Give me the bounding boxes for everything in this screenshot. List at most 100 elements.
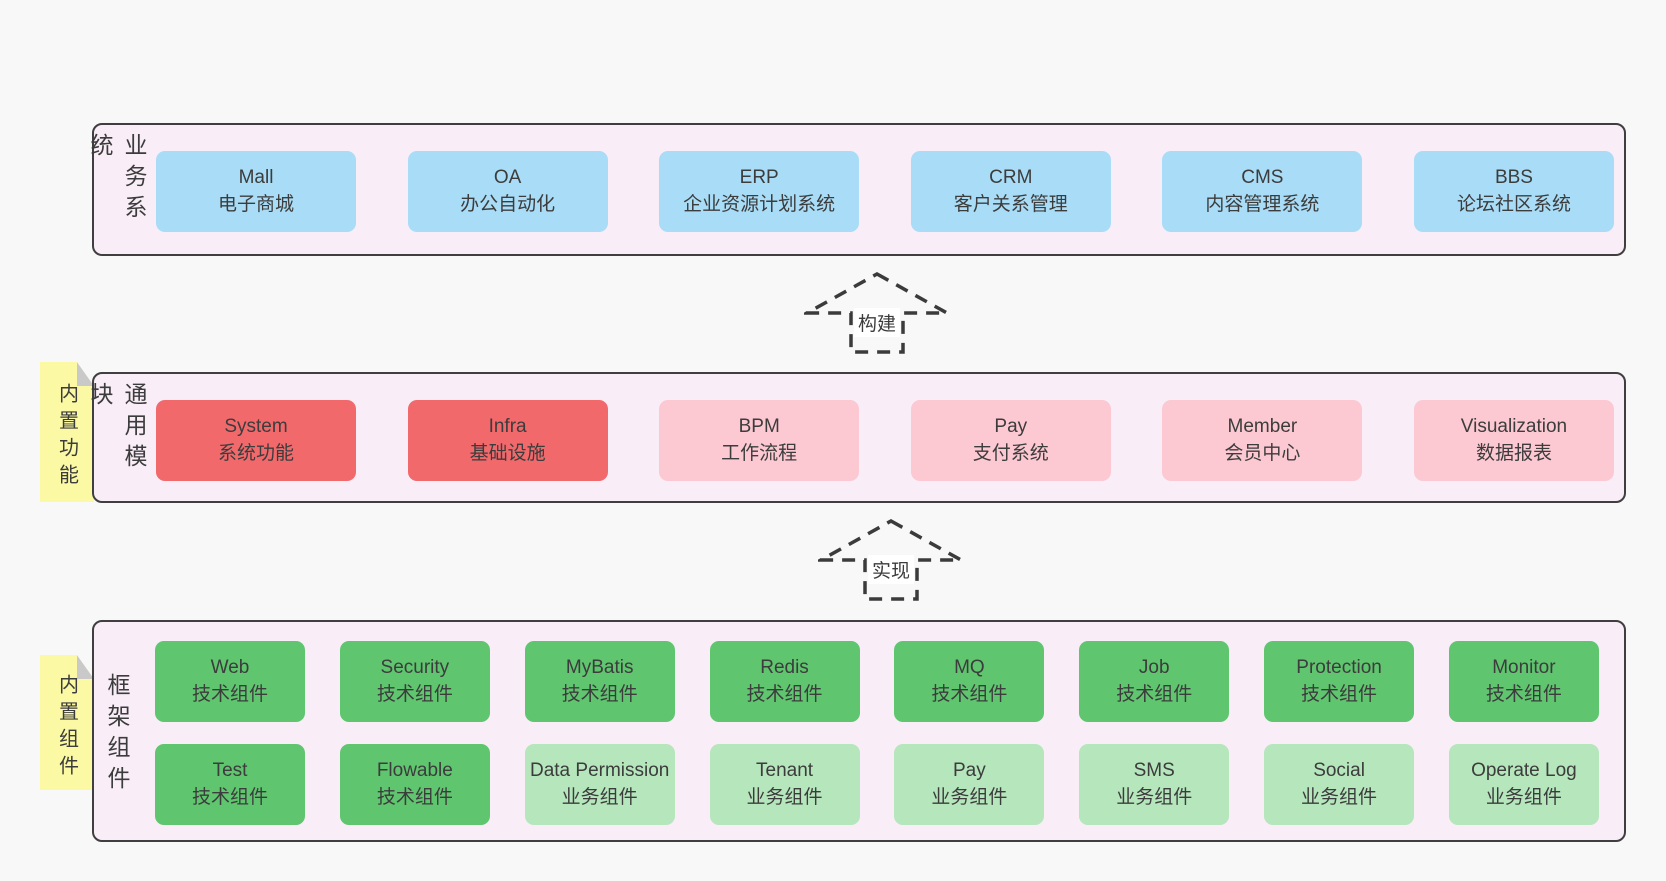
box-redis: Redis 技术组件 [709,641,860,722]
box-subtitle: 技术组件 [1301,683,1378,705]
box-title: MyBatis [565,657,634,679]
box-subtitle: 基础设施 [469,442,546,464]
box-title: System [224,416,288,438]
box-title: Test [212,760,248,782]
box-sms: SMS 业务组件 [1079,744,1230,825]
box-tenant: Tenant 业务组件 [709,744,860,825]
box-test: Test 技术组件 [155,744,305,825]
box-bpm: BPM 工作流程 [659,400,860,481]
box-subtitle: 系统功能 [217,442,294,464]
arrow-build-label: 构建 [853,308,901,337]
box-title: CMS [1241,167,1284,189]
box-title: Operate Log [1471,760,1577,782]
box-subtitle: 业务组件 [561,786,638,808]
panel-side-label: 业务系统 [87,133,147,226]
box-cms: CMS 内容管理系统 [1162,151,1363,232]
box-mall: Mall 电子商城 [156,151,356,232]
box-subtitle: 技术组件 [376,683,453,705]
box-title: Flowable [376,760,453,782]
box-visualization: Visualization 数据报表 [1413,400,1614,481]
box-crm: CRM 客户关系管理 [910,151,1111,232]
box-subtitle: 会员中心 [1224,442,1301,464]
box-title: Social [1313,760,1365,782]
panel-framework-components: 框架组件 Web 技术组件 Security 技术组件 MyBatis 技术组件… [92,620,1626,842]
box-title: ERP [739,167,779,189]
box-subtitle: 支付系统 [972,442,1049,464]
box-title: BBS [1494,167,1533,189]
box-social: Social 业务组件 [1264,744,1415,825]
box-web: Web 技术组件 [155,641,305,722]
arrow-implement: 实现 [818,518,964,602]
box-subtitle: 技术组件 [1485,683,1562,705]
box-subtitle: 业务组件 [1301,786,1378,808]
box-bbs: BBS 论坛社区系统 [1413,151,1614,232]
panel-business-systems: 业务系统 Mall 电子商城 OA 办公自动化 ERP 企业资源计划系统 CRM… [87,123,1626,256]
arrow-build: 构建 [804,271,950,355]
box-title: SMS [1133,760,1175,782]
sticky-note-built-in-features: 内置功能 [40,362,94,502]
box-title: OA [493,167,522,189]
box-subtitle: 办公自动化 [460,193,556,215]
modules-box-row: System 系统功能 Infra 基础设施 BPM 工作流程 Pay 支付系统… [156,400,1614,481]
box-mybatis: MyBatis 技术组件 [524,641,675,722]
box-mq: MQ 技术组件 [894,641,1045,722]
box-system: System 系统功能 [156,400,356,481]
box-subtitle: 工作流程 [721,442,798,464]
box-subtitle: 技术组件 [746,683,823,705]
box-subtitle: 数据报表 [1475,442,1552,464]
arrow-implement-label: 实现 [867,555,915,584]
box-title: MQ [954,657,985,679]
box-subtitle: 企业资源计划系统 [683,193,836,215]
sticky-label: 内置功能 [55,383,78,491]
panel-side-label: 通用模块 [87,382,147,475]
box-subtitle: 技术组件 [931,683,1008,705]
box-title: Data Permission [529,760,670,782]
box-subtitle: 客户关系管理 [953,193,1068,215]
box-title: CRM [989,167,1033,189]
box-member: Member 会员中心 [1162,400,1363,481]
box-pay-biz: Pay 业务组件 [894,744,1045,825]
box-protection: Protection 技术组件 [1264,641,1415,722]
box-title: Visualization [1460,416,1568,438]
box-erp: ERP 企业资源计划系统 [659,151,860,232]
box-title: Web [210,657,250,679]
panel-common-modules: 通用模块 System 系统功能 Infra 基础设施 BPM 工作流程 Pay… [87,372,1626,503]
box-subtitle: 技术组件 [561,683,638,705]
box-title: Job [1138,657,1170,679]
box-oa: OA 办公自动化 [407,151,608,232]
box-subtitle: 业务组件 [1485,786,1562,808]
box-subtitle: 论坛社区系统 [1456,193,1571,215]
box-title: Monitor [1492,657,1556,679]
box-title: Pay [953,760,986,782]
box-subtitle: 内容管理系统 [1205,193,1320,215]
box-title: BPM [738,416,780,438]
box-flowable: Flowable 技术组件 [339,744,490,825]
box-subtitle: 业务组件 [931,786,1008,808]
components-box-row-2: Test 技术组件 Flowable 技术组件 Data Permission … [155,744,1599,825]
box-subtitle: 技术组件 [191,683,268,705]
box-monitor: Monitor 技术组件 [1448,641,1599,722]
box-subtitle: 电子商城 [217,193,294,215]
box-job: Job 技术组件 [1079,641,1230,722]
box-title: Mall [238,167,274,189]
box-security: Security 技术组件 [339,641,490,722]
sticky-note-built-in-components: 内置组件 [40,655,94,790]
box-title: Security [380,657,450,679]
box-data-permission: Data Permission 业务组件 [524,744,675,825]
box-title: Infra [488,416,527,438]
box-subtitle: 技术组件 [1116,683,1193,705]
box-title: Pay [994,416,1028,438]
box-infra: Infra 基础设施 [407,400,608,481]
box-subtitle: 技术组件 [191,786,268,808]
business-box-row: Mall 电子商城 OA 办公自动化 ERP 企业资源计划系统 CRM 客户关系… [156,151,1614,232]
box-title: Tenant [756,760,814,782]
box-subtitle: 技术组件 [376,786,453,808]
box-subtitle: 业务组件 [1116,786,1193,808]
panel-side-label: 框架组件 [104,673,130,797]
components-box-row-1: Web 技术组件 Security 技术组件 MyBatis 技术组件 Redi… [155,641,1599,722]
box-subtitle: 业务组件 [746,786,823,808]
box-title: Redis [760,657,809,679]
sticky-label: 内置组件 [55,673,78,782]
box-title: Member [1227,416,1298,438]
box-operate-log: Operate Log 业务组件 [1448,744,1599,825]
